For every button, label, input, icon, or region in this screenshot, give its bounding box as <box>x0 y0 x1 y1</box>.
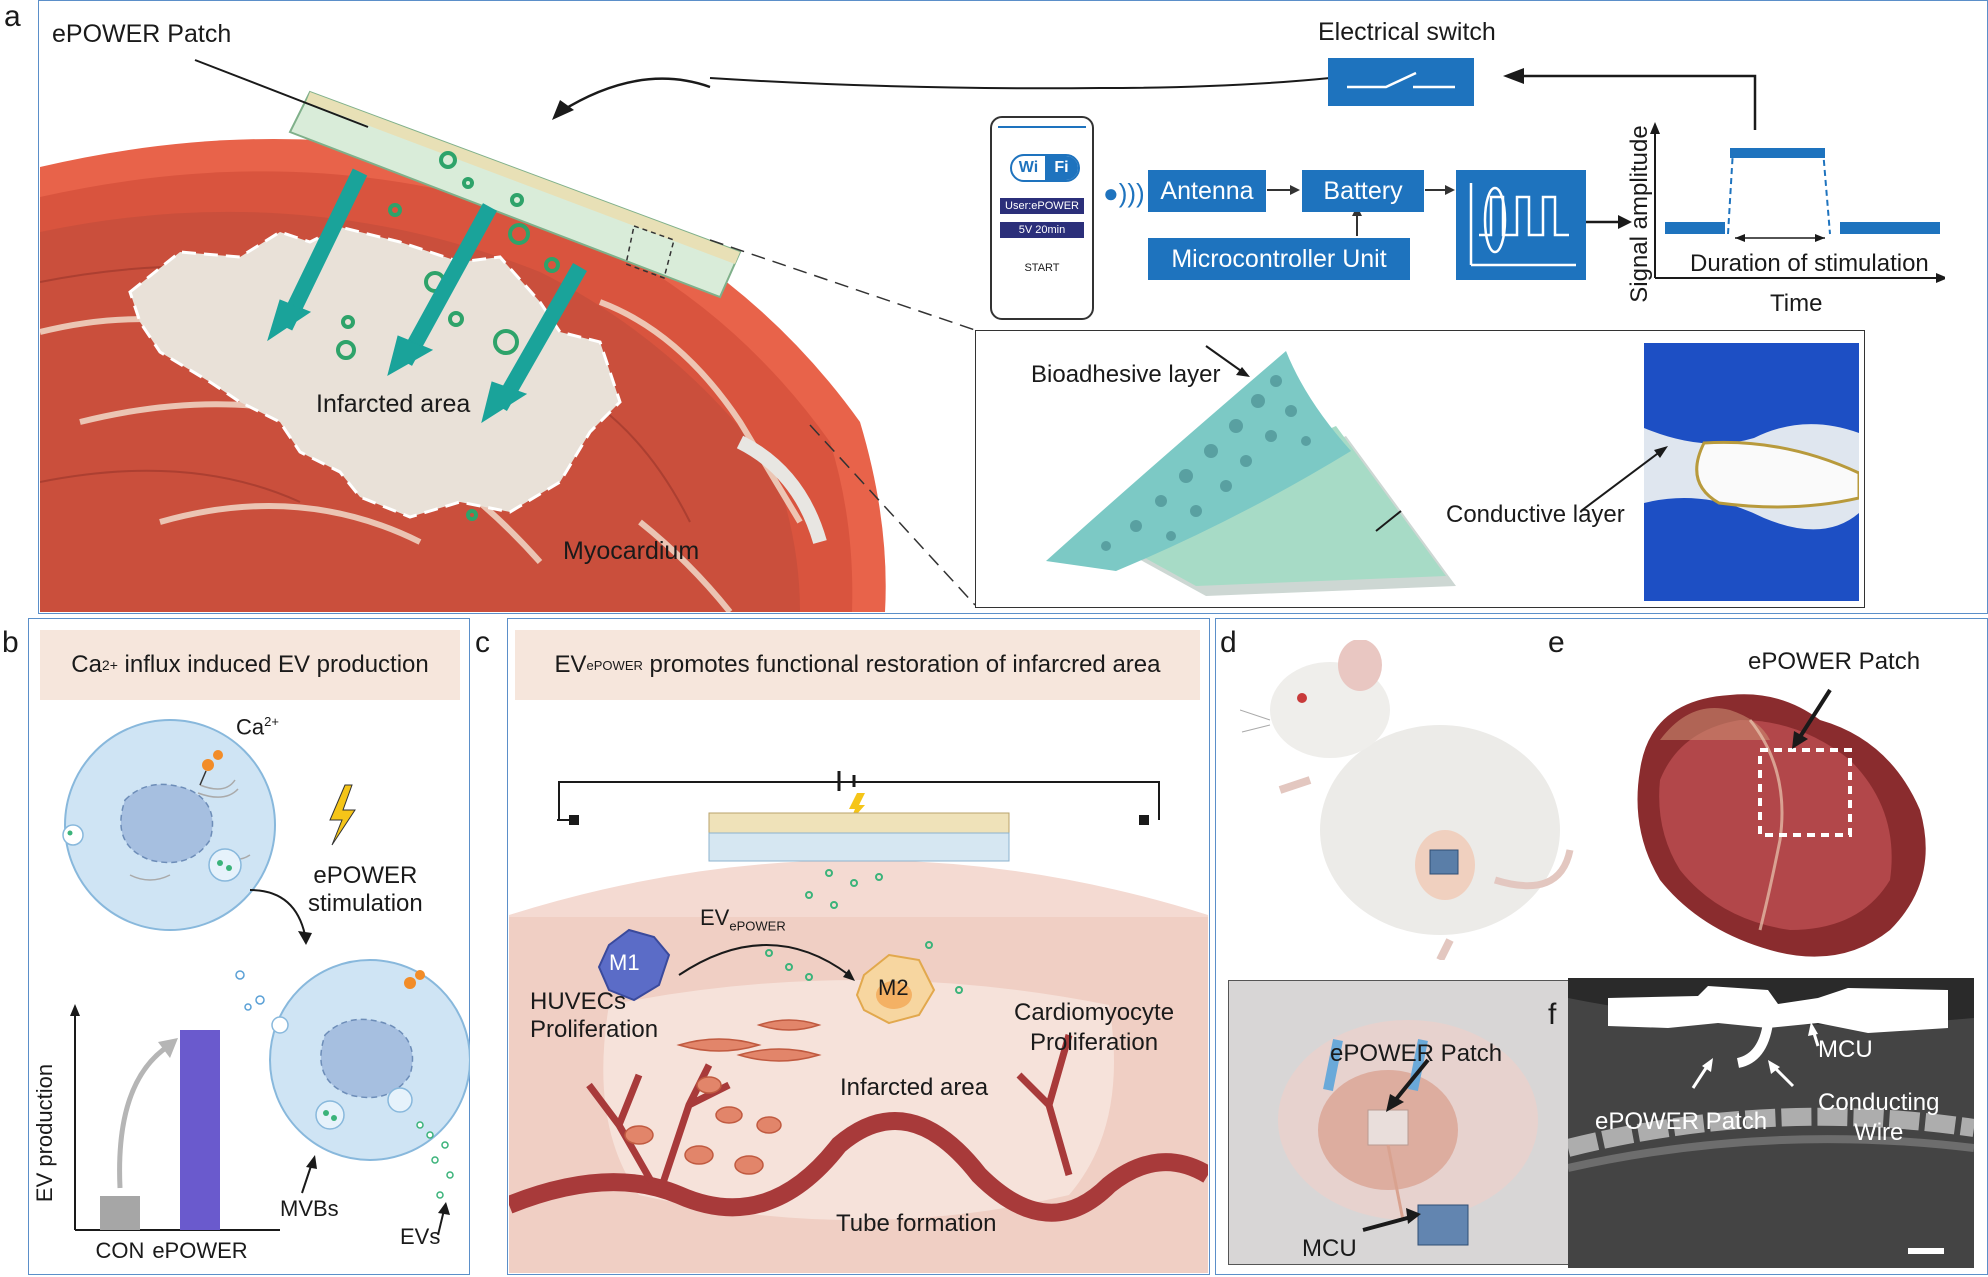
panel-label-a: a <box>4 0 21 33</box>
ev-production-chart: CON ePOWER <box>70 1004 280 1263</box>
m2-label: M2 <box>878 975 909 1000</box>
m1-label: M1 <box>609 950 640 975</box>
infarct-label-c: Infarcted area <box>840 1074 989 1101</box>
wifi-icon: Wi Fi <box>1010 154 1080 182</box>
mcu-box: Microcontroller Unit <box>1148 238 1410 280</box>
heart-illustration <box>40 59 886 612</box>
mcu-label-d: MCU <box>1302 1235 1357 1262</box>
myocardium-label: Myocardium <box>563 537 700 565</box>
infarct-label-a: Infarcted area <box>316 390 471 418</box>
phone-setting-field[interactable]: 5V 20min <box>1000 222 1084 238</box>
wire-label-f: Conducting Wire <box>1818 1089 1940 1146</box>
electrical-switch-icon <box>1328 58 1474 106</box>
cell-illustration <box>62 719 470 1236</box>
panel-c <box>507 618 1210 1275</box>
panel-label-d: d <box>1220 626 1237 659</box>
antenna-box: Antenna <box>1148 170 1266 212</box>
ca-ion-label: Ca2+ <box>236 714 279 740</box>
panel-b <box>28 618 470 1275</box>
increase-arrow <box>117 1042 172 1189</box>
conductive-label: Conductive layer <box>1446 501 1625 528</box>
phone-user-field[interactable]: User:ePOWER <box>1000 198 1084 214</box>
rat-closeup-photo <box>1228 980 1588 1265</box>
y-axis-arrow <box>70 1004 80 1016</box>
panel-label-f: f <box>1548 998 1557 1031</box>
signal-ylabel: Signal amplitude <box>1626 125 1653 303</box>
bioadhesive-label: Bioadhesive layer <box>1031 361 1221 388</box>
patch-label-e: ePOWER Patch <box>1748 648 1921 675</box>
patch-inset: Bioadhesive layer Conductive layer <box>975 330 1865 608</box>
mvbs-label: MVBs <box>280 1196 339 1221</box>
stimulation-label: ePOWER stimulation <box>308 862 423 917</box>
rat-photo <box>1240 640 1574 960</box>
connector-lines <box>709 68 1757 606</box>
ct-scan-image <box>1568 978 1974 1268</box>
signal-xlabel: Time <box>1770 290 1823 317</box>
patch-layers-illustration <box>1046 345 1456 596</box>
tick-label-con: CON <box>96 1238 145 1263</box>
signal-duration: Duration of stimulation <box>1690 250 1929 277</box>
patch-label-a: ePOWER Patch <box>52 20 232 48</box>
gloved-hand-photo <box>1644 343 1859 601</box>
patch-label-f: ePOWER Patch <box>1595 1108 1768 1135</box>
huvec-label: HUVECs Proliferation <box>530 988 659 1043</box>
panel-label-b: b <box>2 626 19 659</box>
cardiomyocyte-label: Cardiomyocyte Proliferation <box>1014 999 1175 1056</box>
panel-label-c: c <box>475 626 490 659</box>
bar-epower <box>180 1030 220 1230</box>
patch-label-d: ePOWER Patch <box>1330 1040 1503 1067</box>
smartphone: Wi Fi User:ePOWER 5V 20min START <box>990 116 1094 320</box>
pulse-generator-icon <box>1456 170 1586 280</box>
increase-arrowhead <box>158 1038 178 1058</box>
tube-formation-label: Tube formation <box>836 1210 997 1237</box>
wireless-signal-icon: ●))) <box>1103 178 1145 208</box>
evs-label: EVs <box>400 1224 441 1249</box>
bar-con <box>100 1196 140 1230</box>
ev-chart-ylabel: EV production <box>32 1063 57 1203</box>
panel-label-e: e <box>1548 626 1565 659</box>
phone-start-button[interactable]: START <box>1024 262 1060 274</box>
battery-box: Battery <box>1302 170 1424 212</box>
heart-photo <box>1637 694 1926 957</box>
signal-plot <box>1650 122 1945 283</box>
tissue-illustration <box>509 771 1208 1273</box>
tick-label-epower: ePOWER <box>152 1238 247 1263</box>
switch-label: Electrical switch <box>1318 18 1496 46</box>
ev-transfer-label: EVePOWER <box>700 905 786 934</box>
mcu-label-f: MCU <box>1818 1036 1873 1063</box>
